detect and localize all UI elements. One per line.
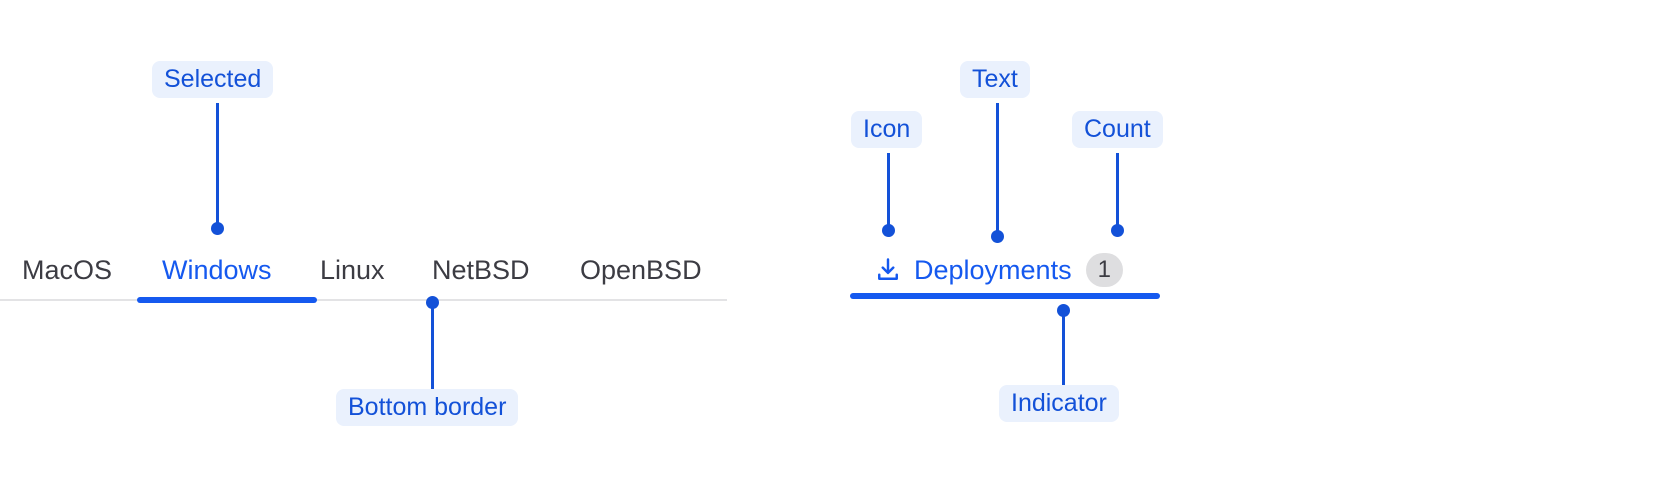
callout-bottom-border-dot [426,296,439,309]
callout-bottom-border-line [431,305,434,389]
callout-count-line [1116,153,1119,231]
callout-indicator-line [1062,312,1065,386]
deployments-tab-label: Deployments [914,254,1072,285]
deployments-tab[interactable]: Deployments 1 [850,248,1160,299]
tab-macos[interactable]: MacOS [22,255,113,285]
callout-selected-label: Selected [152,61,274,98]
callout-indicator-label: Indicator [999,385,1119,422]
deployments-count-badge: 1 [1085,253,1123,287]
tab-windows[interactable]: Windows [162,255,272,285]
tab-netbsd[interactable]: NetBSD [432,255,530,285]
callout-selected-dot [211,222,224,235]
tab-bar-divider [0,299,727,301]
callout-text-dot [991,230,1004,243]
tab-openbsd[interactable]: OpenBSD [580,255,702,285]
callout-text-line [996,103,999,237]
callout-count-dot [1111,224,1124,237]
callout-icon-line [887,153,890,231]
os-tab-bar: MacOS Windows Linux NetBSD OpenBSD [0,248,727,303]
tab-linux[interactable]: Linux [320,255,385,285]
callout-icon-dot [882,224,895,237]
callout-indicator-dot [1057,304,1070,317]
callout-icon-label: Icon [851,111,923,148]
callout-count-label: Count [1072,111,1163,148]
deployments-tab-indicator [850,293,1160,299]
callout-text-label: Text [960,61,1030,98]
tab-selected-underline [137,297,317,303]
callout-bottom-border-label: Bottom border [336,389,519,426]
deployments-tab-content[interactable]: Deployments 1 [850,248,1123,292]
download-icon [874,256,902,284]
callout-selected-line [216,103,219,229]
